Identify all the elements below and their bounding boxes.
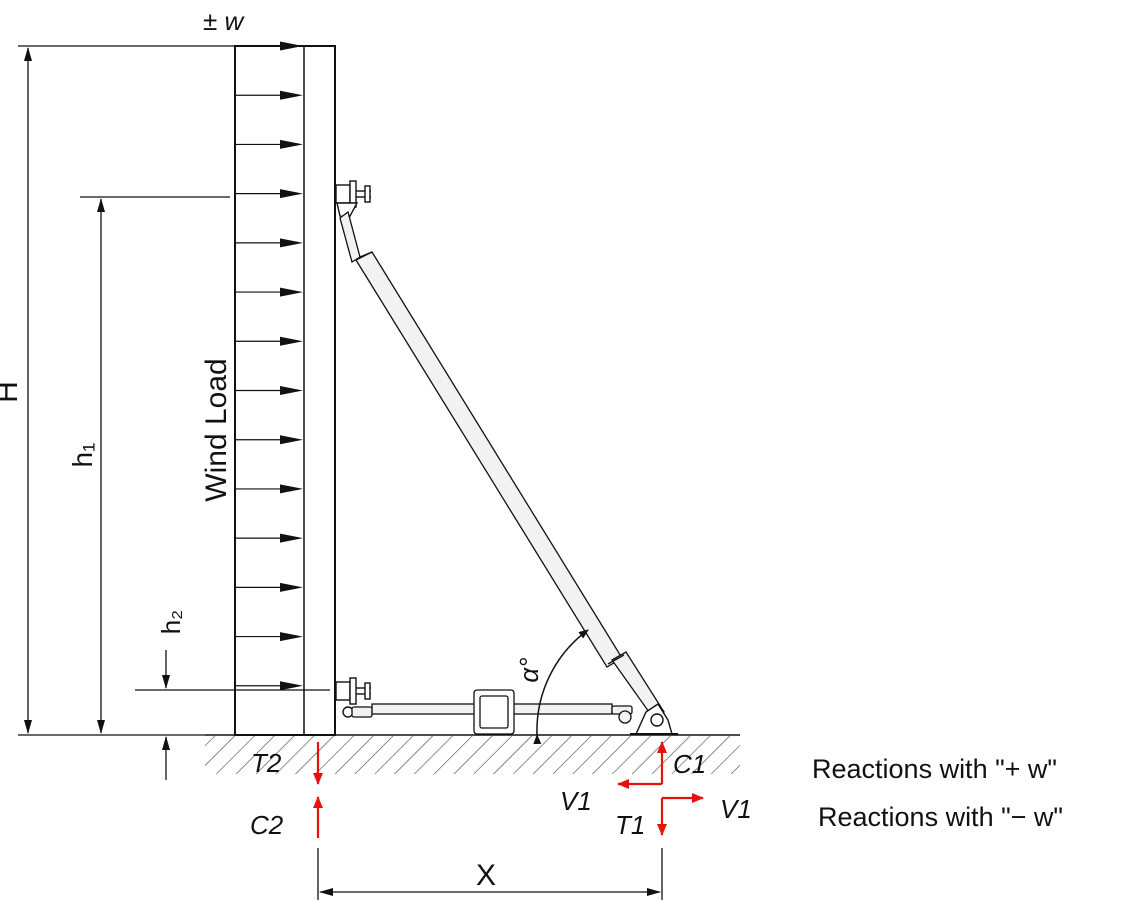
ground: [205, 734, 740, 774]
dimension-h1: [80, 196, 230, 734]
angle-arc: [533, 629, 589, 745]
height-upper-brace-label: h₁: [67, 442, 98, 467]
dimension-x: [317, 848, 663, 900]
wind-arrow-head: [280, 533, 303, 543]
wind-arrow-head: [280, 336, 303, 346]
height-total-label: H: [0, 381, 24, 403]
wind-arrow-head: [280, 681, 303, 691]
reaction-c1-label: C1: [673, 749, 706, 779]
wind-arrow-head: [280, 139, 303, 149]
wind-arrow-head: [280, 238, 303, 248]
wind-arrow-head: [280, 41, 303, 51]
wind-arrow-head: [280, 287, 303, 297]
floor-bracket-reactions: [617, 741, 704, 836]
wind-arrow-head: [280, 435, 303, 445]
upper-wall-bracket: [335, 180, 371, 219]
diagonal-brace: [339, 210, 665, 720]
wind-arrow-head: [280, 582, 303, 592]
reaction-v1-right-label: V1: [720, 794, 752, 824]
wind-load-label: Wind Load: [200, 358, 233, 501]
legend-plus-w: Reactions with "+ w": [812, 754, 1057, 784]
height-lower-brace-label: h₂: [156, 610, 186, 635]
dimension-h: [18, 45, 235, 736]
floor-bracket: [630, 703, 678, 735]
reaction-t2-label: T2: [251, 748, 282, 778]
wind-arrow-head: [280, 90, 303, 100]
base-distance-label: X: [476, 859, 496, 892]
wind-arrow-head: [280, 632, 303, 642]
kicker-brace: [351, 689, 633, 735]
reaction-t1-label: T1: [615, 810, 645, 840]
angle-label: α°: [514, 657, 544, 682]
wind-arrow-head: [280, 189, 303, 199]
dimension-h2: [135, 650, 330, 780]
legend-minus-w: Reactions with "− w": [818, 802, 1063, 832]
lower-wall-bracket: [335, 677, 371, 718]
wind-arrow-head: [280, 484, 303, 494]
load-symbol-label: ± w: [203, 6, 245, 36]
reaction-c2-label: C2: [250, 810, 284, 840]
reaction-v1-left-label: V1: [560, 786, 592, 816]
wind-arrow-head: [280, 386, 303, 395]
wind-load-arrows: [236, 41, 303, 691]
